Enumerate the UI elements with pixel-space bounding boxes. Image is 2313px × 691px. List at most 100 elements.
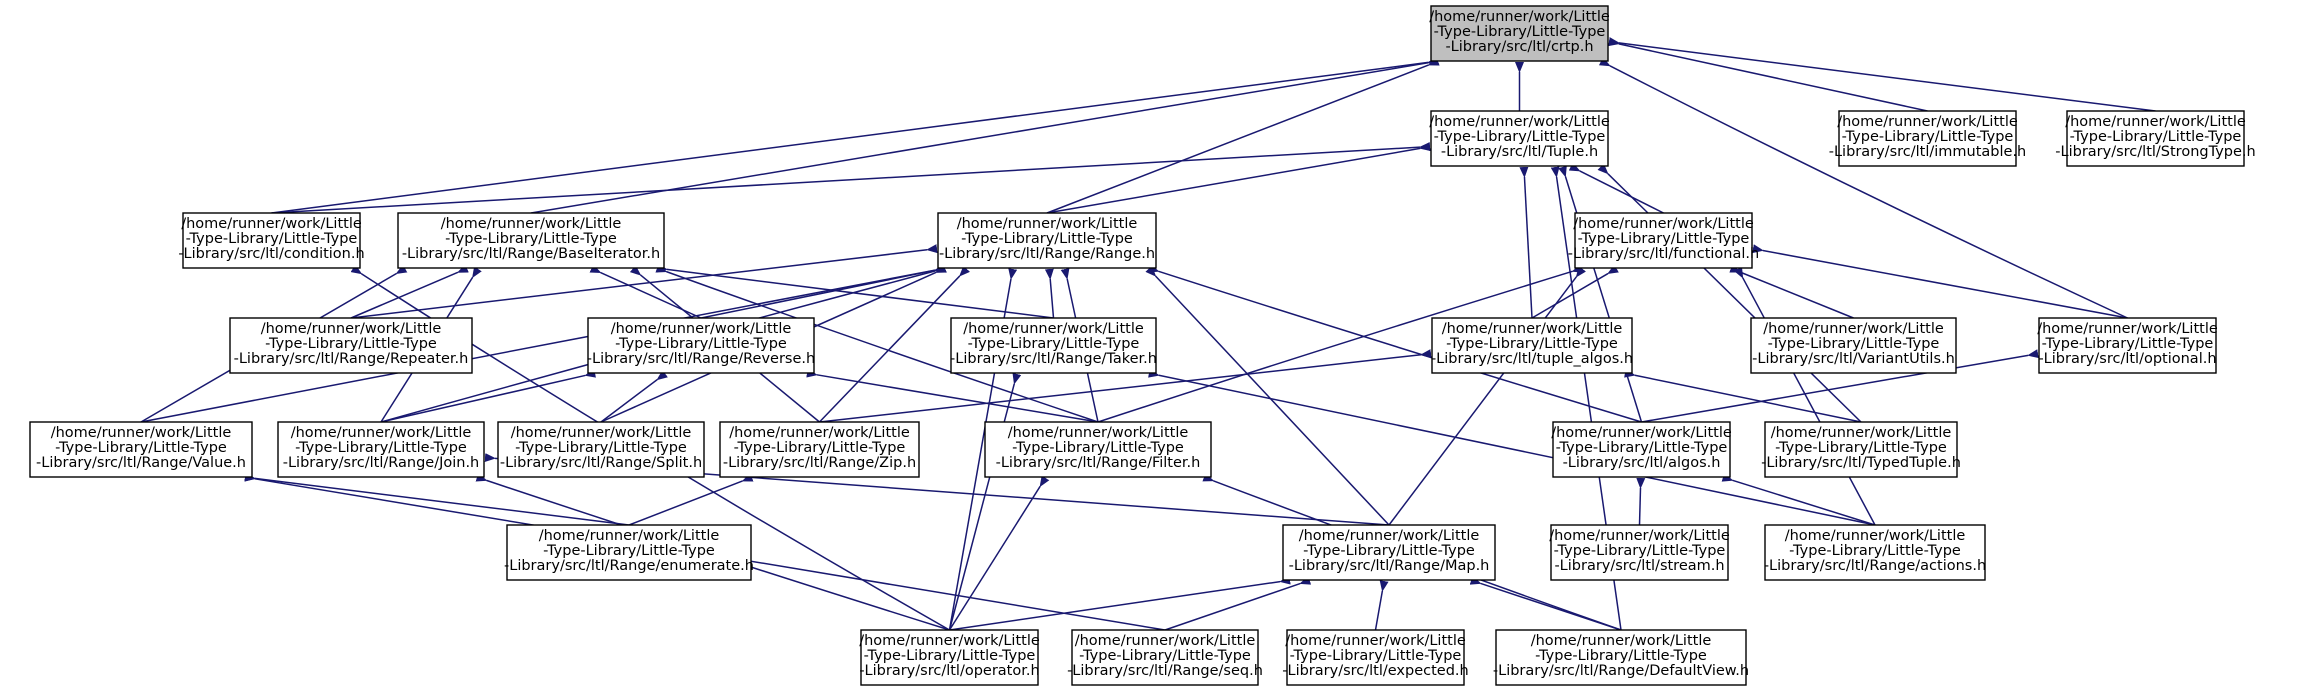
- node-label-line: /home/runner/work/Little: [729, 425, 910, 441]
- edge-arrow: [1597, 163, 1862, 423]
- node-box: [1430, 110, 1609, 167]
- node-label-line: -Type-Library/Little-Type: [186, 231, 358, 247]
- node-typedtuple[interactable]: /home/runner/work/Little-Type-Library/Li…: [1761, 421, 1961, 478]
- node-immutable[interactable]: /home/runner/work/Little-Type-Library/Li…: [1829, 110, 2027, 167]
- node-filter[interactable]: /home/runner/work/Little-Type-Library/Li…: [984, 421, 1212, 478]
- edge-split-to-reverse: [600, 370, 668, 423]
- edge-arrow: [1044, 268, 1055, 319]
- edge-tuplealgos-to-functional: [1531, 264, 1619, 319]
- node-crtp: /home/runner/work/Little-Type-Library/Li…: [1429, 5, 1610, 62]
- node-label-line: -Library/src/ltl/Range/Taker.h: [950, 351, 1157, 367]
- node-algos[interactable]: /home/runner/work/Little-Type-Library/Li…: [1551, 421, 1732, 478]
- node-label-line: -Library/src/ltl/Range/Range.h: [939, 246, 1155, 262]
- node-label-line: /home/runner/work/Little: [1837, 114, 2018, 130]
- node-optional[interactable]: /home/runner/work/Little-Type-Library/Li…: [2037, 317, 2218, 374]
- node-seq[interactable]: /home/runner/work/Little-Type-Library/Li…: [1067, 629, 1263, 686]
- node-label-line: /home/runner/work/Little: [441, 216, 622, 232]
- node-label-line: -Library/src/ltl/Range/Zip.h: [723, 455, 916, 471]
- node-label-line: -Library/src/ltl/crtp.h: [1445, 39, 1593, 55]
- edge-filter-to-functional: [1097, 264, 1584, 423]
- node-label-line: -Type-Library/Little-Type: [1012, 440, 1184, 456]
- edge-arrow: [1721, 473, 1876, 526]
- edge-arrow: [350, 264, 469, 319]
- edge-arrow: [380, 368, 597, 423]
- node-box: [397, 212, 665, 269]
- edge-arrow: [1374, 580, 1389, 631]
- node-box: [229, 317, 473, 374]
- node-box: [1431, 317, 1633, 374]
- edge-value-to-range: [140, 263, 946, 423]
- node-label-line: /home/runner/work/Little: [963, 321, 1144, 337]
- node-label-line: -Library/src/ltl/optional.h: [2038, 351, 2216, 367]
- node-label-line: -Type-Library/Little-Type: [1554, 543, 1726, 559]
- node-condition[interactable]: /home/runner/work/Little-Type-Library/Li…: [178, 212, 365, 269]
- node-expected[interactable]: /home/runner/work/Little-Type-Library/Li…: [1282, 629, 1469, 686]
- edge-arrow: [1388, 266, 1586, 526]
- node-label-line: -Type-Library/Little-Type: [1079, 648, 1251, 664]
- node-tuplealgos[interactable]: /home/runner/work/Little-Type-Library/Li…: [1431, 317, 1633, 374]
- node-label-line: -Type-Library/Little-Type: [515, 440, 687, 456]
- node-label-line: -Type-Library/Little-Type: [961, 231, 1133, 247]
- edge-arrow: [1624, 368, 1862, 423]
- node-label-line: -Type-Library/Little-Type: [1578, 231, 1750, 247]
- node-functional[interactable]: /home/runner/work/Little-Type-Library/Li…: [1568, 212, 1759, 269]
- node-box: [2066, 110, 2245, 167]
- edge-arrow: [1641, 349, 2039, 423]
- edge-actions-to-algos: [1721, 473, 1876, 526]
- edge-tuplealgos-to-tuple: [1519, 166, 1533, 319]
- node-taker[interactable]: /home/runner/work/Little-Type-Library/Li…: [950, 317, 1157, 374]
- node-box: [182, 212, 361, 269]
- node-label-line: -Type-Library/Little-Type: [1303, 543, 1475, 559]
- edge-algos-to-tuple: [1558, 165, 1643, 423]
- node-actions[interactable]: /home/runner/work/Little-Type-Library/Li…: [1764, 524, 1986, 581]
- node-box: [1282, 524, 1496, 581]
- node-enumerate[interactable]: /home/runner/work/Little-Type-Library/Li…: [504, 524, 754, 581]
- edge-arrow: [140, 263, 946, 423]
- node-operator[interactable]: /home/runner/work/Little-Type-Library/Li…: [859, 629, 1040, 686]
- node-label-line: -Type-Library/Little-Type: [968, 336, 1140, 352]
- node-box: [1764, 421, 1958, 478]
- node-label-line: /home/runner/work/Little: [1008, 425, 1189, 441]
- node-tuple[interactable]: /home/runner/work/Little-Type-Library/Li…: [1429, 110, 1610, 167]
- node-variantutils[interactable]: /home/runner/work/Little-Type-Library/Li…: [1750, 317, 1957, 374]
- node-label-line: -Library/src/ltl/algos.h: [1563, 455, 1721, 471]
- node-join[interactable]: /home/runner/work/Little-Type-Library/Li…: [277, 421, 485, 478]
- edge-map-to-range: [1145, 265, 1390, 526]
- node-label-line: -Type-Library/Little-Type: [1535, 648, 1707, 664]
- edge-condition-to-tuple: [271, 142, 1431, 214]
- node-repeater[interactable]: /home/runner/work/Little-Type-Library/Li…: [229, 317, 473, 374]
- node-box: [2038, 317, 2217, 374]
- edge-enumerate-to-value: [244, 472, 630, 526]
- node-strongtype[interactable]: /home/runner/work/Little-Type-Library/Li…: [2055, 110, 2256, 167]
- nodes-layer: /home/runner/work/Little-Type-Library/Li…: [29, 5, 2256, 686]
- node-value[interactable]: /home/runner/work/Little-Type-Library/Li…: [29, 421, 253, 478]
- node-label-line: -Type-Library/Little-Type: [1290, 648, 1462, 664]
- node-reverse[interactable]: /home/runner/work/Little-Type-Library/Li…: [587, 317, 815, 374]
- node-label-line: -Type-Library/Little-Type: [1434, 24, 1606, 40]
- node-defaultview[interactable]: /home/runner/work/Little-Type-Library/Li…: [1493, 629, 1749, 686]
- node-range[interactable]: /home/runner/work/Little-Type-Library/Li…: [937, 212, 1157, 269]
- node-split[interactable]: /home/runner/work/Little-Type-Library/Li…: [497, 421, 705, 478]
- node-box: [1550, 524, 1729, 581]
- node-stream[interactable]: /home/runner/work/Little-Type-Library/Li…: [1549, 524, 1730, 581]
- edge-typedtuple-to-tuplealgos: [1624, 368, 1862, 423]
- node-label-line: -Library/src/ltl/stream.h: [1554, 558, 1724, 574]
- edge-arrow: [1598, 57, 2128, 319]
- node-label-line: /home/runner/work/Little: [2065, 114, 2246, 130]
- edge-arrow: [1164, 576, 1312, 631]
- node-box: [1286, 629, 1465, 686]
- node-label-line: /home/runner/work/Little: [261, 321, 442, 337]
- node-label-line: -Library/src/ltl/tuple_algos.h: [1431, 351, 1633, 367]
- node-zip[interactable]: /home/runner/work/Little-Type-Library/Li…: [719, 421, 920, 478]
- node-label-line: /home/runner/work/Little: [51, 425, 232, 441]
- node-map[interactable]: /home/runner/work/Little-Type-Library/Li…: [1282, 524, 1496, 581]
- node-label-line: /home/runner/work/Little: [859, 633, 1040, 649]
- edges-layer: [140, 37, 2156, 631]
- node-baseiterator[interactable]: /home/runner/work/Little-Type-Library/Li…: [397, 212, 665, 269]
- edge-arrow: [656, 263, 1054, 319]
- node-box: [1750, 317, 1957, 374]
- node-label-line: /home/runner/work/Little: [2037, 321, 2218, 337]
- edge-typedtuple-to-tuple: [1597, 163, 1862, 423]
- edge-strongtype-to-crtp: [1608, 37, 2156, 112]
